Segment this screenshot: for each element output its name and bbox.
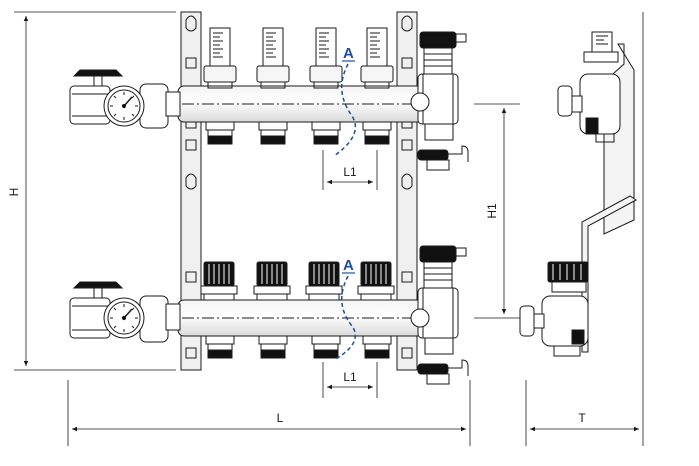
- label-l1-top: L1: [343, 165, 357, 179]
- label-l: L: [277, 411, 284, 425]
- bottom-right-air-vent-assembly: [410, 245, 469, 385]
- valve-cap-icon: [200, 261, 238, 301]
- air-vent-icon: [419, 31, 467, 75]
- flow-meter-icon: [309, 27, 343, 89]
- label-l1-bottom: L1: [343, 370, 357, 384]
- ball-valve-icon: [72, 69, 124, 77]
- dimension-lines: [14, 11, 644, 446]
- section-line-top: [333, 63, 357, 157]
- thermometer-gauge-icon: [103, 85, 145, 127]
- section-lines: [333, 63, 357, 361]
- valve-cap-icon: [417, 359, 469, 376]
- bottom-left-ball-valve: [69, 281, 181, 343]
- valve-cap-icon: [305, 261, 343, 301]
- bottom-valve-caps: [200, 261, 395, 301]
- label-h1: H1: [485, 203, 499, 219]
- ball-valve-icon: [72, 281, 124, 289]
- label-h: H: [7, 188, 21, 197]
- section-label-bottom: A: [343, 257, 354, 274]
- flow-meter-icon: [203, 27, 237, 89]
- flow-meter-icon: [256, 27, 290, 89]
- thermometer-gauge-icon: [103, 297, 145, 339]
- label-t: T: [578, 411, 586, 425]
- top-manifold: [177, 27, 424, 145]
- valve-cap-icon: [547, 261, 589, 283]
- valve-cap-icon: [253, 261, 291, 301]
- bottom-outlet-fittings: [205, 335, 392, 359]
- side-view: [519, 31, 637, 357]
- top-right-air-vent-assembly: [410, 31, 469, 171]
- top-outlet-fittings: [205, 121, 392, 145]
- flow-meter-icon: [360, 27, 394, 89]
- section-line-bottom: [333, 275, 357, 361]
- bottom-manifold: [177, 261, 424, 359]
- air-vent-icon: [419, 245, 467, 289]
- top-left-ball-valve: [69, 69, 181, 129]
- section-label-top: A: [343, 45, 354, 62]
- valve-cap-icon: [357, 261, 395, 301]
